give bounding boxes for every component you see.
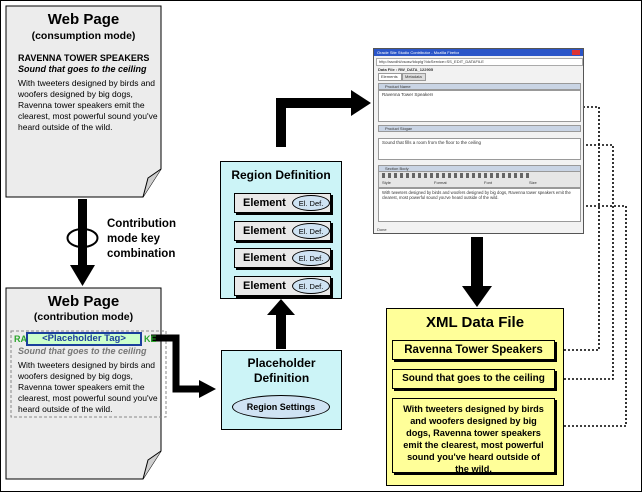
contribution-label-line2: mode key bbox=[107, 233, 161, 245]
element-definition: El. Def. bbox=[292, 223, 330, 239]
connector-body bbox=[556, 205, 627, 427]
xml-title: XML Data File bbox=[425, 314, 525, 331]
toolbar-font-select[interactable]: Font bbox=[484, 180, 493, 185]
screenshot-tab-metadata[interactable]: Metadata bbox=[402, 73, 426, 81]
element-row-3: Element El. Def. bbox=[234, 248, 331, 268]
tag-left-fragment: RA bbox=[14, 334, 27, 344]
screenshot-status: Done bbox=[377, 227, 387, 232]
element-label: Element bbox=[243, 197, 286, 209]
placeholder-to-region-head bbox=[267, 299, 295, 315]
section-label: Section Body bbox=[385, 166, 409, 171]
tag-to-placeholder-arrow bbox=[151, 334, 203, 393]
tag-to-placeholder-arrowhead bbox=[199, 380, 216, 398]
section-label: Product Slogan bbox=[385, 126, 413, 131]
mode-arrow-shaft bbox=[78, 199, 87, 267]
editable-region-outline bbox=[10, 330, 167, 418]
region-settings-ellipse: Region Settings bbox=[232, 395, 330, 419]
element-definition: El. Def. bbox=[292, 278, 330, 294]
placeholder-tag[interactable]: <Placeholder Tag> bbox=[26, 332, 142, 346]
element-row-2: Element El. Def. bbox=[234, 221, 331, 241]
section-content-text: Ravenna Tower Speakers bbox=[382, 92, 434, 97]
screenshot-tab-elements[interactable]: Elements bbox=[378, 73, 402, 81]
connector-name bbox=[556, 106, 600, 351]
element-label: Element bbox=[243, 280, 286, 292]
consumption-subtitle: (consumption mode) bbox=[31, 30, 136, 42]
element-row-4: Element El. Def. bbox=[234, 276, 331, 296]
contribution-title: Web Page bbox=[47, 293, 120, 310]
contribution-subtitle: (contribution mode) bbox=[33, 311, 134, 323]
section-content-2[interactable]: Sound that fills a room from the floor t… bbox=[378, 138, 581, 160]
placeholder-definition-title: Placeholder Definition bbox=[222, 356, 341, 386]
toolbar-format-select[interactable]: Format bbox=[434, 180, 447, 185]
element-definition: El. Def. bbox=[292, 250, 330, 266]
screenshot-url: http://ssvdhl/csosv/idcplg?IdcService=SS… bbox=[379, 59, 484, 64]
consumption-title: Web Page bbox=[47, 11, 120, 28]
rich-text-toolbar: Style Format Font Size bbox=[378, 171, 581, 188]
section-content-text: With tweeters designed by birds and woof… bbox=[382, 190, 571, 200]
contribution-tagline: Sound that goes to the ceiling bbox=[18, 346, 147, 356]
contribution-page-fold bbox=[142, 450, 162, 480]
element-label: Element bbox=[243, 225, 286, 237]
tab-label: Metadata bbox=[405, 74, 422, 79]
section-content-3[interactable]: With tweeters designed by birds and woof… bbox=[378, 188, 581, 222]
tab-label: Elements bbox=[381, 74, 398, 79]
close-icon[interactable] bbox=[572, 50, 580, 55]
screenshot-window-title: Oracle Site Studio Contributor - Mozilla… bbox=[377, 50, 460, 55]
section-label: Product Name bbox=[385, 84, 411, 89]
section-content-1[interactable]: Ravenna Tower Speakers bbox=[378, 90, 581, 122]
contribution-body: With tweeters designed by birds and woof… bbox=[18, 360, 158, 414]
screenshot-datafile: Data File : RW_DATA_122905 bbox=[378, 67, 434, 72]
xml-field-body: With tweeters designed by birds and woof… bbox=[392, 398, 555, 474]
element-row-1: Element El. Def. bbox=[234, 193, 331, 213]
screenshot-titlebar: Oracle Site Studio Contributor - Mozilla… bbox=[374, 49, 583, 56]
toolbar-icons[interactable] bbox=[382, 173, 532, 178]
toolbar-style-select[interactable]: Style bbox=[382, 180, 391, 185]
element-label: Element bbox=[243, 252, 286, 264]
dotted-connectors bbox=[556, 106, 627, 427]
xml-field-name: Ravenna Tower Speakers bbox=[392, 340, 555, 360]
screenshot-address-bar[interactable]: http://ssvdhl/csosv/idcplg?IdcService=SS… bbox=[376, 58, 583, 66]
consumption-heading: RAVENNA TOWER SPEAKERS bbox=[18, 53, 150, 63]
placeholder-title-line1: Placeholder bbox=[247, 356, 316, 370]
contribution-label-line3: combination bbox=[107, 248, 176, 260]
section-content-text: Sound that fills a room from the floor t… bbox=[382, 140, 482, 145]
consumption-page-fold bbox=[142, 168, 162, 198]
section-header-1: Product Name bbox=[378, 83, 581, 90]
connector-slogan bbox=[556, 144, 614, 380]
mode-arrow-head bbox=[70, 265, 95, 286]
element-definition: El. Def. bbox=[292, 195, 330, 211]
region-to-screenshot-arrow bbox=[276, 98, 353, 147]
placeholder-title-line2: Definition bbox=[253, 371, 310, 385]
consumption-tagline: Sound that goes to the ceiling bbox=[18, 64, 147, 74]
placeholder-definition-box: Placeholder Definition Region Settings bbox=[221, 350, 342, 430]
region-to-screenshot-arrowhead bbox=[351, 90, 371, 116]
region-definition-title: Region Definition bbox=[231, 168, 331, 182]
contribution-label-line1: Contribution bbox=[107, 218, 176, 230]
consumption-body: With tweeters designed by birds and woof… bbox=[18, 78, 158, 132]
screenshot-to-xml-shaft bbox=[471, 237, 483, 287]
placeholder-to-region-shaft bbox=[276, 313, 286, 349]
toolbar-size-select[interactable]: Size bbox=[529, 180, 537, 185]
section-header-2: Product Slogan bbox=[378, 125, 581, 132]
key-combination-ellipse bbox=[66, 228, 99, 248]
xml-field-slogan: Sound that goes to the ceiling bbox=[392, 369, 555, 389]
screenshot-to-xml-head bbox=[462, 286, 492, 307]
tag-right-fragment: KE bbox=[144, 334, 157, 344]
contribution-key-label: Contribution mode key combination bbox=[107, 217, 176, 262]
contributor-screenshot: Oracle Site Studio Contributor - Mozilla… bbox=[373, 48, 584, 234]
